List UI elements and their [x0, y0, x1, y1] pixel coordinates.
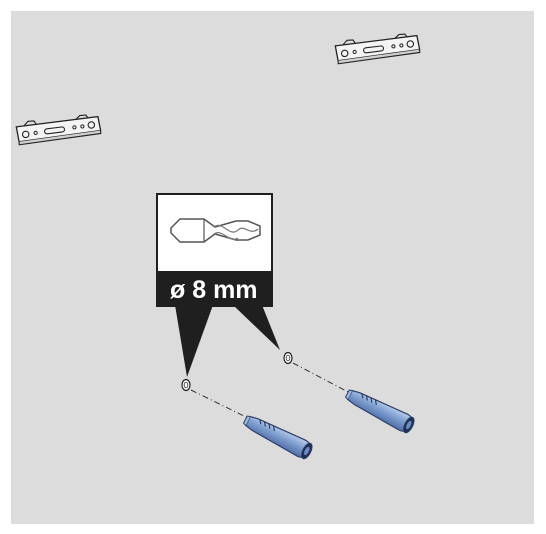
- alignment-line: [190, 389, 253, 421]
- drill-hole: [283, 351, 293, 365]
- drill-bit-callout: ø 8 mm: [156, 193, 280, 377]
- drill-bit-icon: [170, 218, 261, 243]
- drill-hole: [181, 378, 191, 392]
- drill-diameter-label: ø 8 mm: [170, 276, 258, 304]
- alignment-line: [292, 362, 351, 394]
